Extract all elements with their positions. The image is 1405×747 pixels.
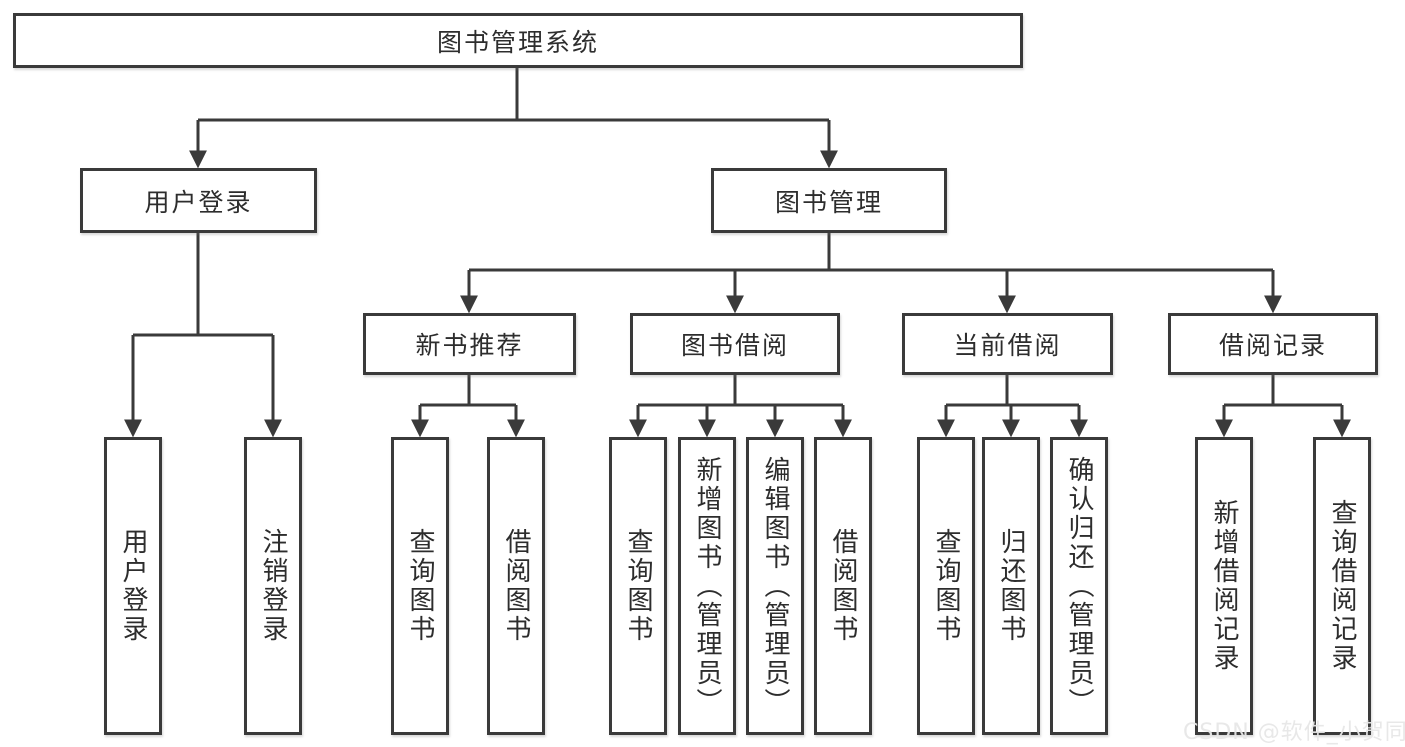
leaf-label: 借阅图书 bbox=[828, 528, 858, 644]
node-book-borrowing: 图书借阅 bbox=[630, 313, 840, 375]
connector-new-book-recommendation bbox=[420, 375, 516, 407]
leaf-query-books-borrow: 查询图书 bbox=[609, 437, 667, 735]
leaf-add-borrow-record: 新增借阅记录 bbox=[1195, 437, 1253, 735]
leaf-label: 用户登录 bbox=[118, 528, 148, 644]
node-user-login: 用户登录 bbox=[80, 168, 317, 233]
node-borrowing-records: 借阅记录 bbox=[1168, 313, 1378, 375]
node-book-management: 图书管理 bbox=[711, 168, 947, 233]
leaf-logout: 注销登录 bbox=[244, 437, 302, 735]
leaf-edit-book-admin: 编辑图书（管理员） bbox=[746, 437, 804, 735]
leaf-label: 新增借阅记录 bbox=[1209, 499, 1239, 673]
leaf-return-books: 归还图书 bbox=[982, 437, 1040, 735]
connector-borrowing-records bbox=[1224, 375, 1342, 407]
leaf-confirm-return-admin: 确认归还（管理员） bbox=[1050, 437, 1108, 735]
leaf-borrow-books-borrow: 借阅图书 bbox=[814, 437, 872, 735]
leaf-label: 归还图书 bbox=[996, 528, 1026, 644]
connector-user-login bbox=[133, 233, 273, 337]
leaf-label: 借阅图书 bbox=[501, 528, 531, 644]
leaf-label: 查询借阅记录 bbox=[1327, 499, 1357, 673]
leaf-label: 新增图书（管理员） bbox=[692, 455, 722, 717]
connector-root bbox=[198, 68, 829, 122]
leaf-label: 确认归还（管理员） bbox=[1064, 455, 1094, 717]
leaf-borrow-books-recommend: 借阅图书 bbox=[487, 437, 545, 735]
node-root: 图书管理系统 bbox=[13, 13, 1023, 68]
node-new-book-recommendation: 新书推荐 bbox=[363, 313, 576, 375]
leaf-add-book-admin: 新增图书（管理员） bbox=[678, 437, 736, 735]
connector-current-borrowing bbox=[946, 375, 1079, 407]
leaf-label: 查询图书 bbox=[623, 528, 653, 644]
connector-book-management bbox=[469, 233, 1273, 272]
watermark: CSDN @软件_小贺同学 bbox=[1183, 720, 1405, 745]
connector-book-borrowing bbox=[638, 375, 843, 407]
leaf-user-login: 用户登录 bbox=[104, 437, 162, 735]
leaf-query-books-current: 查询图书 bbox=[917, 437, 975, 735]
leaf-label: 编辑图书（管理员） bbox=[760, 455, 790, 717]
leaf-query-books-recommend: 查询图书 bbox=[391, 437, 449, 735]
leaf-query-borrow-record: 查询借阅记录 bbox=[1313, 437, 1371, 735]
leaf-label: 查询图书 bbox=[931, 528, 961, 644]
node-current-borrowing: 当前借阅 bbox=[902, 313, 1113, 375]
leaf-label: 注销登录 bbox=[258, 528, 288, 644]
leaf-label: 查询图书 bbox=[405, 528, 435, 644]
